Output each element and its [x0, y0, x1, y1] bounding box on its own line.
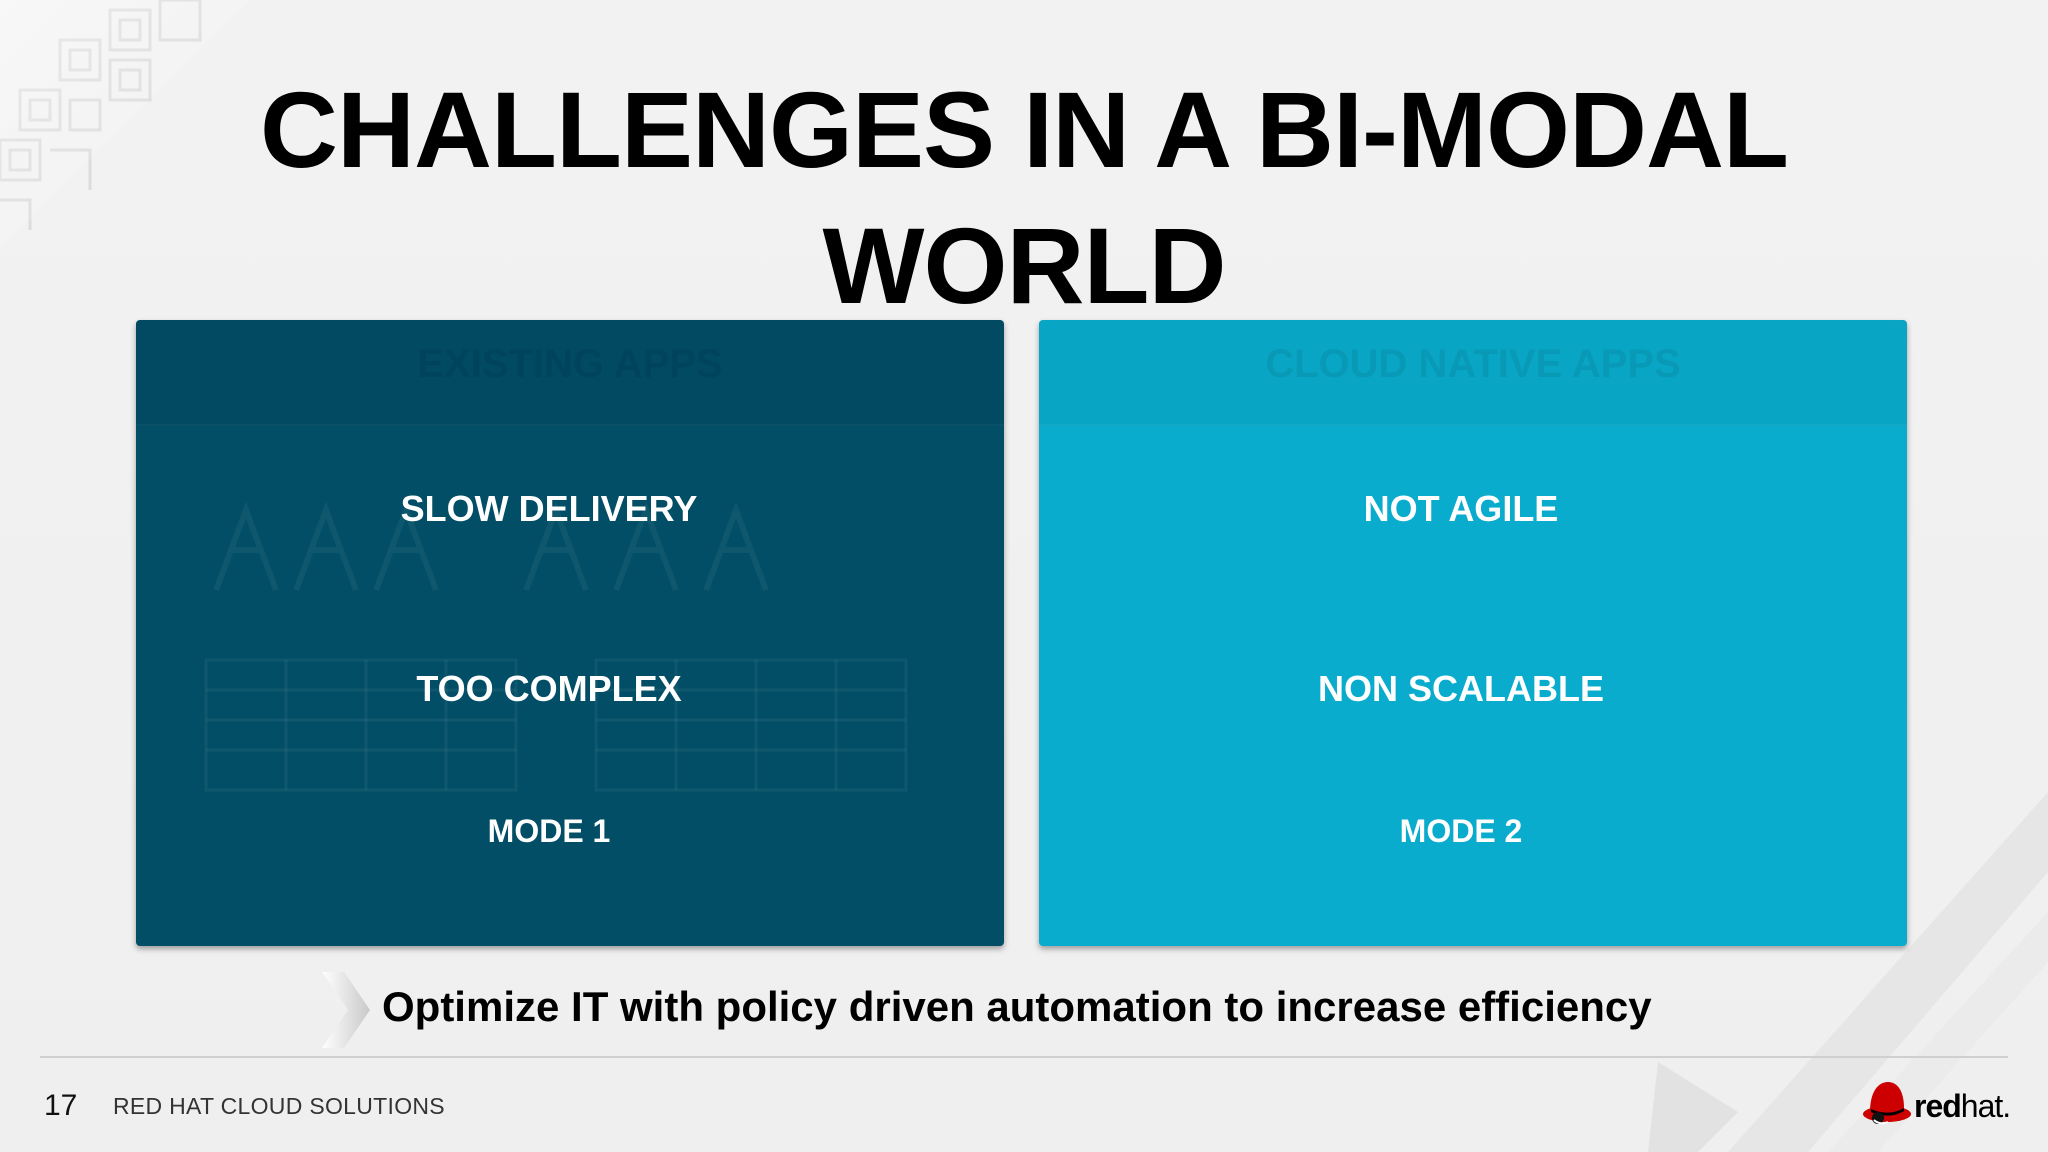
title-line-2: WORLD — [822, 205, 1227, 326]
red-hat-shadowman-icon — [1863, 1082, 1911, 1125]
red-hat-logo: redhat. — [1862, 1076, 2022, 1130]
red-hat-wordmark: redhat. — [1914, 1088, 2011, 1124]
faded-app-servers-illustration — [204, 501, 908, 792]
mode-2-label: MODE 2 — [1399, 813, 1523, 849]
footer-label: RED HAT CLOUD SOLUTIONS — [113, 1093, 445, 1119]
challenge-slow-delivery: SLOW DELIVERY — [400, 488, 698, 529]
panel-header-band — [136, 320, 1004, 426]
challenge-too-complex: TOO COMPLEX — [416, 668, 682, 709]
slide-title: CHALLENGES IN A BI-MODAL WORLD — [0, 62, 2048, 334]
challenge-not-agile: NOT AGILE — [1363, 488, 1559, 529]
panel-header-band — [1039, 320, 1907, 426]
mode-1-panel: EXISTING APPS — [136, 320, 1004, 946]
tagline: Optimize IT with policy driven automatio… — [382, 983, 1652, 1030]
corner-maze-pattern — [0, 0, 250, 250]
faded-panel-title: CLOUD NATIVE APPS — [1265, 342, 1681, 386]
title-line-1: CHALLENGES IN A BI-MODAL — [260, 69, 1789, 190]
faded-panel-title: EXISTING APPS — [417, 342, 723, 386]
mode-2-panel: CLOUD NATIVE APPS NOT AGILE NON SCALABLE… — [1039, 320, 1907, 946]
challenge-non-scalable: NON SCALABLE — [1318, 668, 1604, 709]
page-number: 17 — [44, 1089, 78, 1122]
mode-1-label: MODE 1 — [487, 813, 611, 849]
chevron-bullet-icon — [322, 972, 370, 1048]
footer-divider — [40, 1056, 2008, 1058]
